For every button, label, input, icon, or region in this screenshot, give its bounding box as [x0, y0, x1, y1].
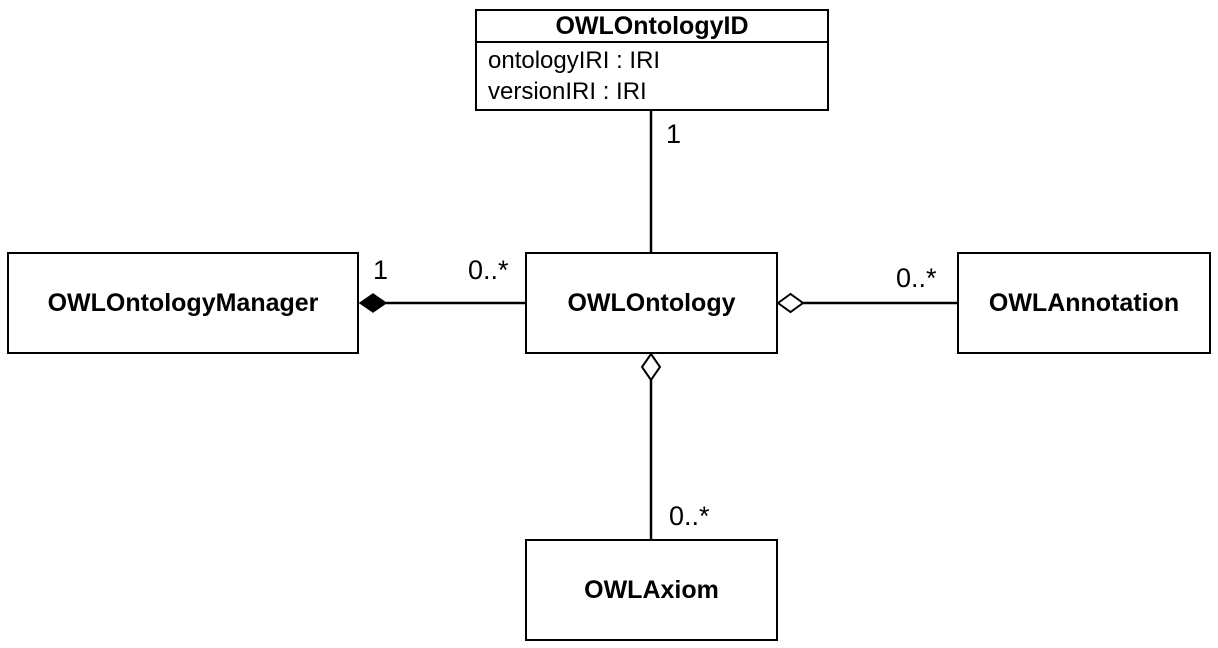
class-owlannotation[interactable]: OWLAnnotation [957, 252, 1211, 354]
class-owlontologyid[interactable]: OWLOntologyID ontologyIRI : IRI versionI… [475, 9, 829, 111]
attribute-versioniri: versionIRI : IRI [488, 78, 647, 105]
class-owlontologyid-title: OWLOntologyID [477, 11, 827, 43]
attribute-ontologyiri: ontologyIRI : IRI [488, 47, 661, 74]
class-owlannotation-title: OWLAnnotation [988, 288, 1180, 317]
multiplicity-annotation-end: 0..* [896, 263, 937, 293]
class-owlontology-title: OWLOntology [567, 288, 736, 317]
class-owlontologymanager-title: OWLOntologyManager [47, 288, 319, 317]
class-owlontologymanager[interactable]: OWLOntologyManager [7, 252, 359, 354]
class-owlaxiom-title: OWLAxiom [584, 575, 719, 604]
aggregation-diamond-icon-axiom [640, 352, 662, 382]
aggregation-diamond-icon-annotation [776, 292, 805, 314]
composition-diamond-icon [358, 293, 388, 313]
multiplicity-ontologyid-end: 1 [666, 119, 682, 149]
multiplicity-manager-end: 1 [373, 255, 389, 285]
multiplicity-axiom-end: 0..* [669, 501, 710, 531]
multiplicity-ontology-end: 0..* [468, 255, 509, 285]
class-owlaxiom[interactable]: OWLAxiom [525, 539, 778, 641]
class-owlontology[interactable]: OWLOntology [525, 252, 778, 354]
